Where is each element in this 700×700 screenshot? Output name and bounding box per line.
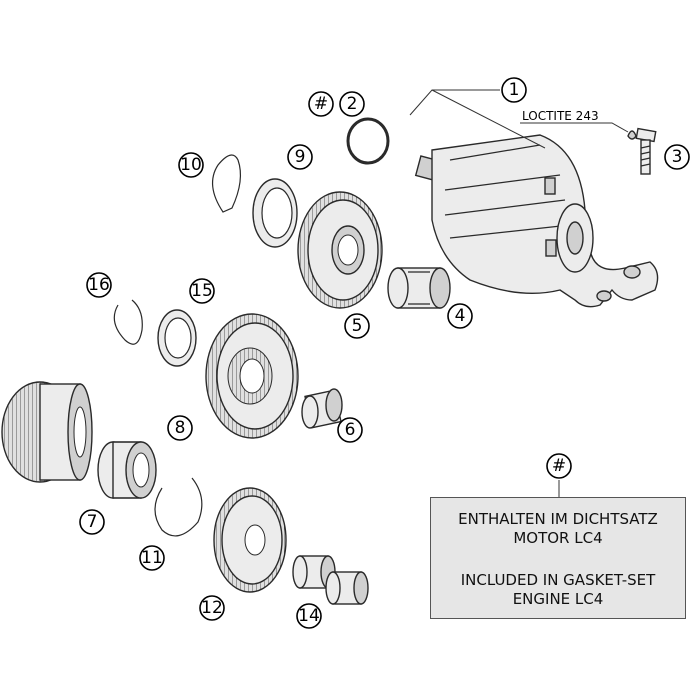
callout-4: 4 [447, 303, 473, 329]
notice-en-line-2: ENGINE LC4 [512, 590, 604, 608]
svg-text:9: 9 [295, 147, 306, 167]
freewheel-gear [1, 381, 93, 483]
callout-hash-top: # [308, 91, 334, 117]
circlip-part-16 [113, 299, 143, 345]
svg-text:#: # [552, 456, 566, 476]
o-ring-part-2 [346, 117, 390, 165]
callout-8: 8 [167, 415, 193, 441]
svg-text:16: 16 [88, 275, 110, 295]
gear-part-5 [297, 191, 383, 309]
callout-6: 6 [337, 417, 363, 443]
callout-1: 1 [501, 77, 527, 103]
washer-part-15 [157, 309, 197, 367]
notice-de-line-2: MOTOR LC4 [513, 529, 603, 547]
svg-text:15: 15 [191, 281, 213, 301]
circlip-part-11 [154, 477, 203, 537]
svg-text:1: 1 [509, 80, 520, 100]
loctite-drop [627, 130, 637, 140]
notice-de-line-1: ENTHALTEN IM DICHTSATZ [458, 510, 658, 528]
callout-14: 14 [296, 603, 322, 629]
callout-hash-box: # [546, 453, 572, 479]
leader-line-loctite [520, 122, 629, 133]
gear-part-8 [205, 313, 299, 439]
callout-5: 5 [344, 313, 370, 339]
callout-15: 15 [189, 278, 215, 304]
svg-text:12: 12 [201, 598, 223, 618]
washer-part-9 [252, 178, 298, 248]
notice-en-line-1: INCLUDED IN GASKET-SET [460, 571, 656, 589]
svg-text:4: 4 [455, 306, 466, 326]
svg-text:5: 5 [352, 316, 363, 336]
leader-line-1 [409, 89, 546, 149]
svg-text:6: 6 [345, 420, 356, 440]
gear-part-12 [213, 487, 287, 593]
callout-11: 11 [139, 545, 165, 571]
svg-text:7: 7 [87, 512, 98, 532]
starter-motor [414, 134, 659, 308]
circlip-part-10 [212, 154, 242, 213]
callout-16: 16 [86, 272, 112, 298]
bearing-part-4 [387, 267, 451, 309]
callout-9: 9 [287, 144, 313, 170]
svg-text:2: 2 [347, 94, 358, 114]
bearing-part-6 [301, 388, 343, 429]
callout-7: 7 [79, 509, 105, 535]
callout-10: 10 [178, 152, 204, 178]
svg-text:11: 11 [141, 548, 163, 568]
needle-bearings-part-14 [292, 555, 369, 605]
freewheel-part-7 [97, 441, 157, 499]
svg-text:3: 3 [672, 147, 683, 167]
screw-part-3 [635, 127, 657, 175]
svg-text:10: 10 [180, 155, 202, 175]
svg-text:14: 14 [298, 606, 320, 626]
callout-2: 2 [339, 91, 365, 117]
callout-3: 3 [664, 144, 690, 170]
gasket-set-notice-box: ENTHALTEN IM DICHTSATZ MOTOR LC4 INCLUDE… [430, 497, 686, 619]
callout-12: 12 [199, 595, 225, 621]
loctite-annotation: LOCTITE 243 [522, 109, 599, 123]
svg-text:#: # [314, 94, 328, 114]
svg-text:8: 8 [175, 418, 186, 438]
